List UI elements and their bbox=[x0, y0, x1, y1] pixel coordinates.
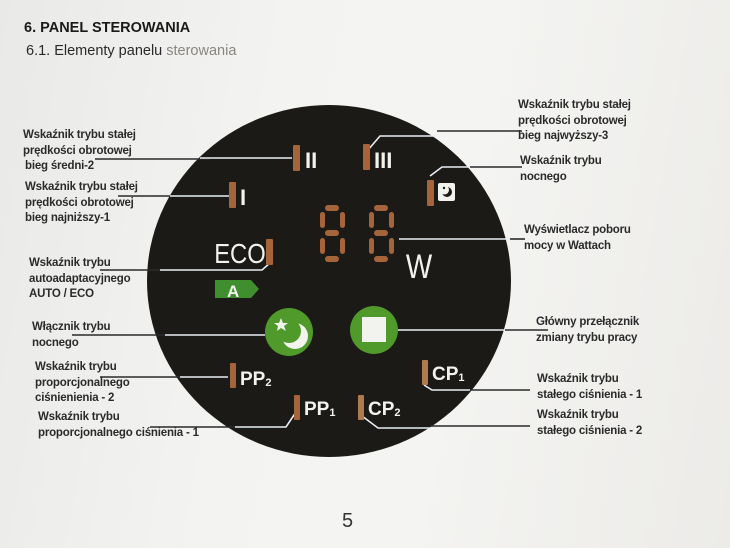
label-main-switch: Główny przełącznik zmiany trybu pracy bbox=[536, 315, 639, 346]
label-line: ciśnienienia - 2 bbox=[35, 392, 115, 404]
label-line: Włącznik trybu bbox=[32, 321, 111, 333]
label-line: nocnego bbox=[32, 336, 79, 349]
cp2-indicator-led bbox=[358, 395, 364, 420]
label-line: Wskaźnik trybu bbox=[520, 155, 602, 167]
label-line: Wskaźnik trybu stałej bbox=[518, 99, 631, 111]
cp2-label: CP2 bbox=[368, 399, 401, 420]
label-line: Wyświetlacz poboru bbox=[524, 224, 631, 236]
speed-2-indicator-led bbox=[293, 145, 300, 171]
speed-3-indicator-led bbox=[363, 144, 370, 170]
power-display-unit: W bbox=[406, 247, 433, 285]
label-power-display: Wyświetlacz poboru mocy w Wattach bbox=[524, 223, 631, 254]
label-line: zmiany trybu pracy bbox=[536, 331, 638, 344]
label-line: Wskaźnik trybu bbox=[29, 257, 111, 269]
star-icon bbox=[274, 318, 288, 331]
label-line: prędkości obrotowej bbox=[518, 114, 627, 127]
night-mode-button[interactable] bbox=[265, 308, 313, 356]
subsection-title-main: 6.1. Elementy panelu bbox=[26, 43, 167, 59]
eco-indicator-led bbox=[266, 239, 273, 265]
label-line: autoadaptacyjnego bbox=[29, 272, 131, 285]
label-line: Wskaźnik trybu stałej bbox=[23, 129, 136, 141]
label-line: proporcjonalnego bbox=[35, 376, 130, 389]
pp1-indicator-led bbox=[294, 395, 300, 420]
label-line: bieg najniższy-1 bbox=[25, 212, 110, 224]
night-indicator-led bbox=[427, 180, 434, 206]
label-speed-1: Wskaźnik trybu stałej prędkości obrotowe… bbox=[25, 180, 138, 227]
label-line: nocnego bbox=[520, 170, 567, 183]
label-pp1: Wskaźnik trybu proporcjonalnego ciśnieni… bbox=[38, 410, 199, 441]
label-auto-eco: Wskaźnik trybu autoadaptacyjnego AUTO / … bbox=[29, 256, 131, 303]
label-night-switch: Włącznik trybu nocnego bbox=[32, 320, 111, 351]
label-line: bieg najwyższy-3 bbox=[518, 130, 609, 142]
mode-switch-button[interactable] bbox=[350, 306, 398, 354]
label-line: stałego ciśnienia - 1 bbox=[537, 388, 643, 401]
label-night-indicator: Wskaźnik trybu nocnego bbox=[520, 154, 602, 185]
speed-1-indicator-led bbox=[229, 182, 236, 208]
label-line: Wskaźnik trybu bbox=[537, 373, 619, 385]
label-line: Wskaźnik trybu bbox=[537, 409, 619, 421]
auto-badge bbox=[215, 280, 259, 298]
label-cp1: Wskaźnik trybu stałego ciśnienia - 1 bbox=[537, 372, 642, 403]
control-panel-disc bbox=[147, 105, 511, 457]
label-line: proporcjonalnego ciśnienia - 1 bbox=[38, 426, 199, 439]
label-line: prędkości obrotowej bbox=[25, 196, 134, 209]
label-line: stałego ciśnienia - 2 bbox=[537, 424, 643, 437]
speed-1-label: I bbox=[240, 185, 246, 210]
night-indicator-moon-icon bbox=[438, 183, 455, 201]
speed-3-label: III bbox=[374, 148, 392, 173]
label-line: Wskaźnik trybu stałej bbox=[25, 181, 138, 193]
label-line: bieg średni-2 bbox=[25, 160, 94, 172]
label-line: Wskaźnik trybu bbox=[38, 411, 120, 423]
subsection-title: 6.1. Elementy panelu sterowania bbox=[26, 43, 236, 59]
eco-label: ECO bbox=[214, 237, 266, 269]
label-speed-2: Wskaźnik trybu stałej prędkości obrotowe… bbox=[23, 128, 136, 175]
label-line: Główny przełącznik bbox=[536, 316, 640, 328]
label-line: Wskaźnik trybu bbox=[35, 361, 117, 373]
power-display-digits bbox=[320, 205, 394, 262]
label-line: AUTO / ECO bbox=[29, 288, 94, 300]
label-line: prędkości obrotowej bbox=[23, 144, 132, 157]
label-cp2: Wskaźnik trybu stałego ciśnienia - 2 bbox=[537, 408, 642, 439]
pp2-indicator-led bbox=[230, 363, 236, 388]
square-icon bbox=[362, 317, 386, 342]
section-title: 6. PANEL STEROWANIA bbox=[24, 20, 191, 36]
label-pp2: Wskaźnik trybu proporcjonalnego ciśnieni… bbox=[35, 360, 130, 407]
label-line: mocy w Wattach bbox=[524, 239, 611, 252]
auto-badge-label: A bbox=[227, 282, 239, 301]
pp2-label: PP2 bbox=[240, 369, 271, 390]
subsection-title-faded: sterowania bbox=[166, 43, 237, 59]
page-number: 5 bbox=[342, 510, 354, 532]
label-speed-3: Wskaźnik trybu stałej prędkości obrotowe… bbox=[518, 98, 631, 145]
speed-2-label: II bbox=[305, 148, 317, 173]
cp1-label: CP1 bbox=[432, 364, 465, 385]
pp1-label: PP1 bbox=[304, 399, 335, 420]
cp1-indicator-led bbox=[422, 360, 428, 385]
